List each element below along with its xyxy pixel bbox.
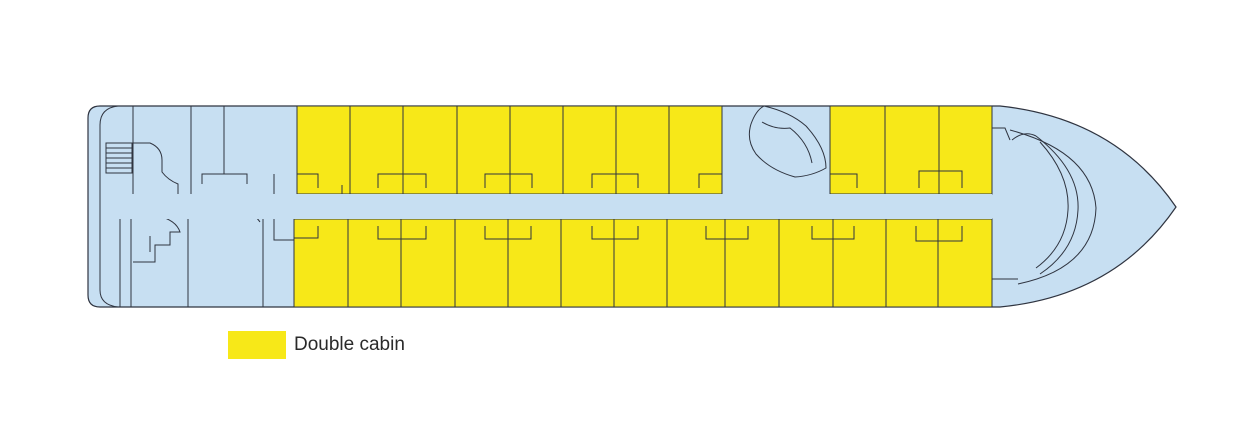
cabin-lower-9 (724, 218, 780, 308)
staircase-icon (105, 142, 133, 174)
cabin-upper-7 (615, 105, 670, 195)
cabin-upper-6 (562, 105, 617, 195)
cabin-upper-8 (668, 105, 723, 195)
legend-swatch-double-cabin (228, 331, 286, 359)
cabin-lower-5 (507, 218, 562, 308)
cabin-upper-4 (456, 105, 511, 195)
cabin-upper-3 (402, 105, 458, 195)
cabin-lower-8 (666, 218, 726, 308)
cabin-lower-10 (778, 218, 834, 308)
cabin-upper-2 (349, 105, 404, 195)
cabin-lower-11 (832, 218, 887, 308)
upper-cabin-bathrooms (297, 106, 963, 188)
cabin-lower-1 (293, 218, 349, 308)
cabin-upper-10 (884, 105, 940, 195)
central-corridor (133, 194, 992, 219)
cabin-upper-5 (509, 105, 564, 195)
legend: Double cabin (228, 331, 405, 359)
cabin-upper-1 (296, 105, 351, 195)
cabin-lower-2 (347, 218, 402, 308)
cabin-lower-3 (400, 218, 456, 308)
cabin-lower-12 (885, 218, 939, 308)
cabin-lower-7 (613, 218, 668, 308)
cabin-upper-11 (938, 105, 993, 195)
lounge-sofa (748, 105, 827, 178)
legend-label-double-cabin: Double cabin (294, 334, 405, 355)
cabin-lower-6 (560, 218, 615, 308)
lounge-sofa-inner (761, 121, 813, 164)
lower-cabin-bathrooms (294, 226, 963, 307)
cabin-lower-4 (454, 218, 509, 308)
stern-inner-wall (99, 105, 119, 308)
bow-lounge (991, 106, 1097, 307)
cabin-lower-13 (937, 218, 993, 308)
